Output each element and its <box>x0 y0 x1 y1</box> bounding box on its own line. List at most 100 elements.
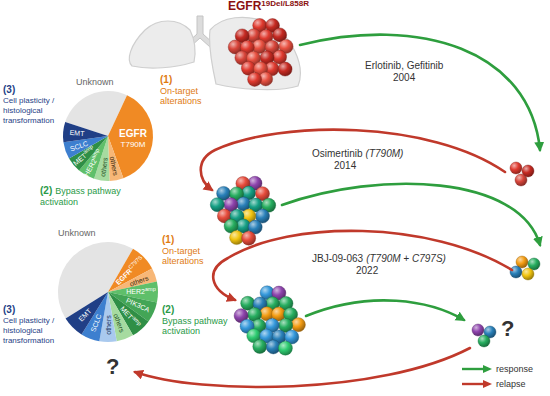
category-label: (1) <box>160 74 215 86</box>
legend-line <box>462 368 485 370</box>
label-group: others <box>105 315 112 334</box>
legend-text: response <box>496 364 533 374</box>
treatment-arrows <box>135 35 540 387</box>
tumour-cell <box>510 162 522 174</box>
tumour-cell <box>472 324 484 336</box>
legend-arrowhead <box>483 380 492 388</box>
label-group: EMT <box>77 308 92 323</box>
category-label: Cell plasticity / histological transform… <box>3 96 63 126</box>
slice-label: others <box>105 315 112 334</box>
tumour-cell <box>291 318 305 332</box>
relapse-arrow <box>213 231 512 300</box>
unknown-mark: ? <box>501 316 514 341</box>
slice-label: SCLC <box>90 313 103 333</box>
pie-charts <box>58 91 158 342</box>
label-group: ? <box>106 354 119 379</box>
mutation-label: EGFR <box>228 0 261 13</box>
category-label: On-target alterations <box>162 246 217 267</box>
legend-arrow <box>462 364 492 374</box>
category-label: (2) <box>40 185 52 196</box>
label-group: (2)Bypass pathway activation <box>40 185 132 207</box>
tumour-cell <box>278 341 292 355</box>
drug-label: Erlotinib, Gefitinib <box>365 60 443 72</box>
label-group: (1)On-target alterations <box>160 74 215 106</box>
label-group: JBJ-09-063(T790M + C797S)2022 <box>312 253 446 276</box>
slice-label: HER2 <box>83 158 98 178</box>
category-label: (3) <box>3 84 63 96</box>
tumour-cell <box>230 231 244 245</box>
legend-arrowhead <box>483 365 492 373</box>
label-group: EMT <box>69 129 84 137</box>
label-group: ? <box>501 316 514 341</box>
slice-label: Unknown <box>76 77 114 87</box>
label-group: Unknown <box>58 228 96 238</box>
label-group: Unknown <box>76 77 114 87</box>
category-label: On-target alterations <box>160 86 215 107</box>
slice-label: others <box>99 157 109 177</box>
label-group: others <box>109 156 120 176</box>
category-label: (1) <box>162 234 217 246</box>
unknown-mark: ? <box>106 354 119 379</box>
legend-arrow <box>462 379 492 389</box>
category-label: (3) <box>3 304 63 316</box>
label-group: (1)On-target alterations <box>162 234 217 266</box>
left-lung <box>129 21 195 68</box>
category-label: Cell plasticity / histological transform… <box>3 316 63 346</box>
mutation-label: 19Del/L858R <box>261 0 309 8</box>
slice-label: T790M <box>119 139 147 148</box>
slice-label: C797S <box>127 254 143 270</box>
tumour-cell <box>248 72 262 86</box>
drug-label: (T790M + C797S) <box>366 253 446 264</box>
legend-text: relapse <box>496 379 526 389</box>
legend-row: response <box>462 364 533 374</box>
label-group: others <box>129 274 150 287</box>
label-group: EGFR19Del/L858R <box>228 0 309 14</box>
lungs <box>129 16 300 90</box>
legend-line <box>462 383 485 385</box>
drug-label: Osimertinib <box>312 148 363 159</box>
category-label: (2) <box>162 304 232 316</box>
pie-slice <box>66 292 108 334</box>
tumour-cell <box>515 174 527 186</box>
slice-label: others <box>129 274 150 287</box>
category-label: Bypass pathway activation <box>40 186 121 207</box>
label-group: others <box>99 157 109 177</box>
slice-label: EGFR <box>119 128 147 140</box>
tumour-cell <box>266 340 280 354</box>
tumour-cell <box>242 231 256 245</box>
tumour-cell <box>510 266 522 278</box>
relapse-arrow <box>201 130 505 190</box>
label-group: (3)Cell plasticity / histological transf… <box>3 304 63 346</box>
drug-label: JBJ-09-063 <box>312 253 363 264</box>
label-group: (2)Bypass pathway activation <box>162 304 232 336</box>
tumour-cell <box>522 268 534 280</box>
relapse-arrow <box>135 348 470 387</box>
tumour-cell <box>253 340 267 354</box>
legend-row: relapse <box>462 379 526 389</box>
slice-label: others <box>109 156 120 176</box>
drug-label: 2014 <box>312 160 403 172</box>
response-arrow <box>306 300 464 320</box>
slice-label: HER2 <box>126 288 145 295</box>
category-label: Bypass pathway activation <box>162 316 232 337</box>
slice-label: EMT <box>77 308 92 323</box>
label-group: Osimertinib(T790M)2014 <box>312 148 403 171</box>
tumour-cell <box>237 197 251 211</box>
slice-label: amp <box>131 314 143 326</box>
tumour-cell <box>278 62 292 76</box>
drug-label: 2004 <box>365 72 443 84</box>
slice-label: EMT <box>69 129 84 137</box>
pie-slice <box>63 122 108 142</box>
label-group: (3)Cell plasticity / histological transf… <box>3 84 63 126</box>
slice-label: amp <box>145 286 156 292</box>
tumour-clusters <box>210 19 540 356</box>
slice-label: Unknown <box>58 228 96 238</box>
drug-label: (T790M) <box>366 148 404 159</box>
drug-label: 2022 <box>312 265 446 277</box>
label-group: EGFRT790M <box>119 128 147 149</box>
pie-slice <box>108 95 153 178</box>
label-group: SCLC <box>90 313 103 333</box>
response-arrow <box>300 35 540 150</box>
